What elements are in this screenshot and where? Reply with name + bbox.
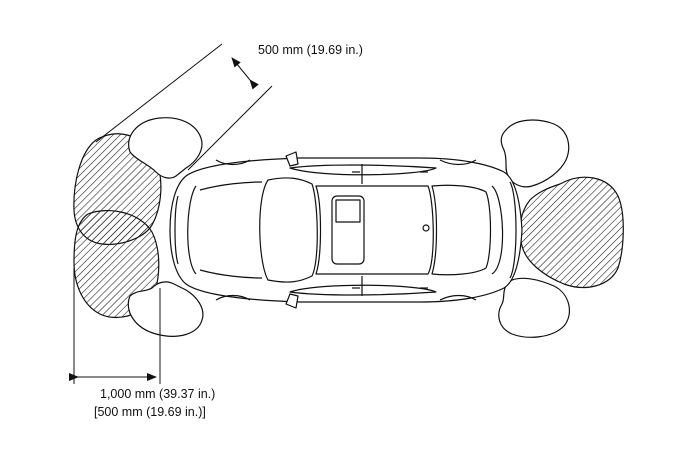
side-extension-line-inner	[187, 85, 273, 171]
car-wheel-arch-rl	[439, 159, 477, 166]
front-side-lobe-top	[128, 117, 203, 179]
car-hood-line	[187, 185, 197, 275]
car-wheel-arch-rr	[439, 294, 477, 301]
front-side-lobe-bottom	[127, 281, 204, 337]
car-side-window-top	[289, 164, 437, 176]
car-hood-crease-bottom	[199, 269, 263, 279]
front-distance-label-line1: 1,000 mm (39.37 in.)	[100, 387, 215, 401]
car-windshield	[259, 177, 318, 283]
car-wheel-arch-fr	[215, 294, 251, 301]
rear-hatched-zone	[519, 176, 624, 289]
side-distance-label: 500 mm (19.69 in.)	[258, 43, 363, 57]
car-rear-window	[431, 184, 492, 276]
car-rear-bumper	[509, 181, 517, 279]
car-front-fascia	[174, 195, 179, 265]
car-mirror-left	[285, 151, 299, 167]
car-body-outline	[169, 157, 523, 303]
rear-side-lobe-top	[500, 119, 570, 188]
rear-side-lobe-bottom	[498, 277, 571, 338]
car-wheel-arch-fl	[215, 159, 251, 166]
vehicle-top-view	[169, 151, 523, 309]
car-sunroof	[331, 195, 365, 265]
side-dimension-arrow	[231, 57, 259, 90]
car-side-window-bottom	[289, 284, 437, 296]
car-roof	[315, 185, 434, 275]
side-extension-line-outer	[95, 43, 223, 143]
rear-detection-zones	[498, 119, 624, 338]
front-detection-zones	[73, 117, 204, 337]
front-distance-label-line2: [500 mm (19.69 in.)]	[94, 405, 206, 419]
car-hood-crease-top	[199, 181, 263, 191]
car-fuel-cap	[422, 224, 430, 232]
car-trunk-line	[491, 185, 504, 275]
dimension-lines	[69, 43, 273, 384]
car-mirror-right	[285, 293, 299, 309]
car-sunroof-inner	[335, 199, 361, 223]
